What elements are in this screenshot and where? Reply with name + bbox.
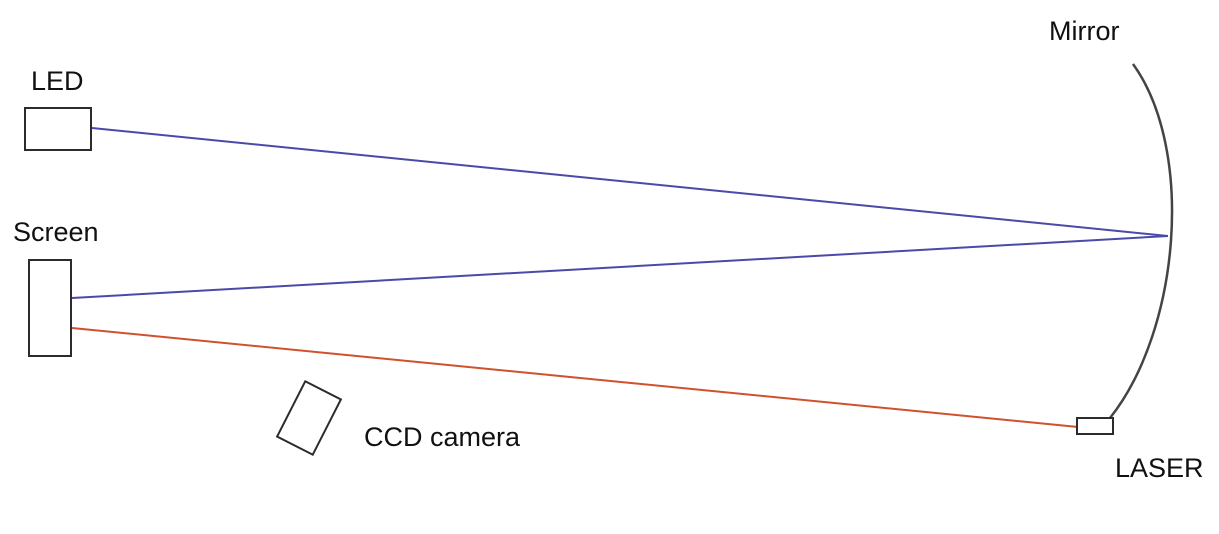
laser-box: [1076, 417, 1114, 435]
screen-label: Screen: [13, 217, 99, 247]
led-label: LED: [31, 66, 84, 96]
led-beam-incident: [91, 127, 1169, 237]
laser-label: LASER: [1115, 453, 1204, 483]
laser-beam: [71, 327, 1079, 428]
ccd-camera-label: CCD camera: [364, 422, 521, 452]
led-box: [24, 107, 92, 151]
screen-box: [28, 259, 72, 357]
ccd-camera-box: [275, 379, 343, 457]
mirror-label: Mirror: [1049, 16, 1119, 46]
led-beam-reflected: [71, 235, 1169, 299]
mirror-curve: [1109, 63, 1174, 419]
